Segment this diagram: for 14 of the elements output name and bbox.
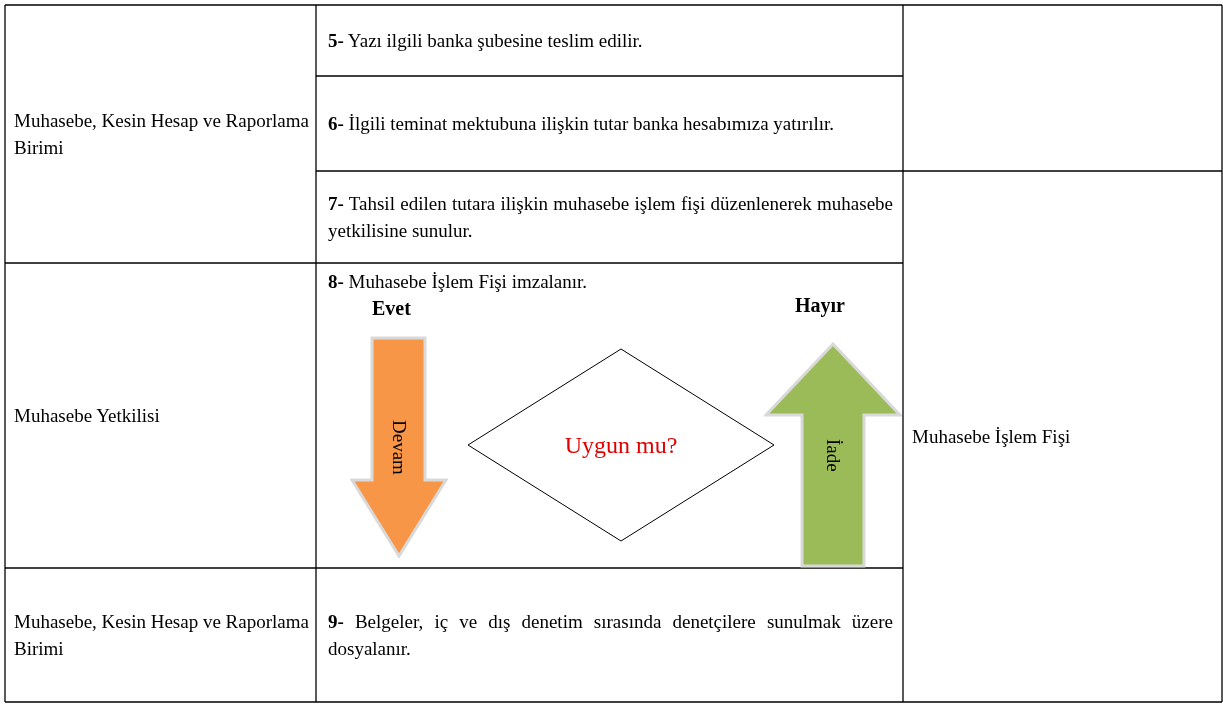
unit-name: Muhasebe, Kesin Hesap ve Raporlama Birimi bbox=[14, 109, 309, 160]
document-name: Muhasebe İşlem Fişi bbox=[912, 425, 1072, 449]
unit-name: Muhasebe Yetkilisi bbox=[14, 404, 161, 428]
step-text: 8- Muhasebe İşlem Fişi imzalanır. bbox=[328, 270, 589, 294]
step-text: 9- Belgeler, iç ve dış denetim sırasında denetçilere sunulmak üzere dosyalanır. bbox=[328, 610, 893, 661]
down-arrow: Devam bbox=[350, 336, 448, 558]
unit-name: Muhasebe, Kesin Hesap ve Raporlama Birimi bbox=[14, 610, 309, 661]
decision-diamond: Uygun mu? bbox=[467, 348, 775, 542]
step-text: 7- Tahsil edilen tutara ilişkin muhasebe işlem fişi düzenlenerek muhasebe yetkilisine sunulur. bbox=[328, 192, 893, 243]
up-arrow: İade bbox=[764, 342, 902, 568]
step-text: 5- Yazı ilgili banka şubesine teslim edilir. bbox=[328, 29, 644, 53]
step-text: 6- İlgili teminat mektubuna ilişkin tutar banka hesabımıza yatırılır. bbox=[328, 112, 835, 136]
arrow-caption: Hayır bbox=[795, 294, 845, 317]
arrow-caption: Evet bbox=[372, 297, 411, 320]
